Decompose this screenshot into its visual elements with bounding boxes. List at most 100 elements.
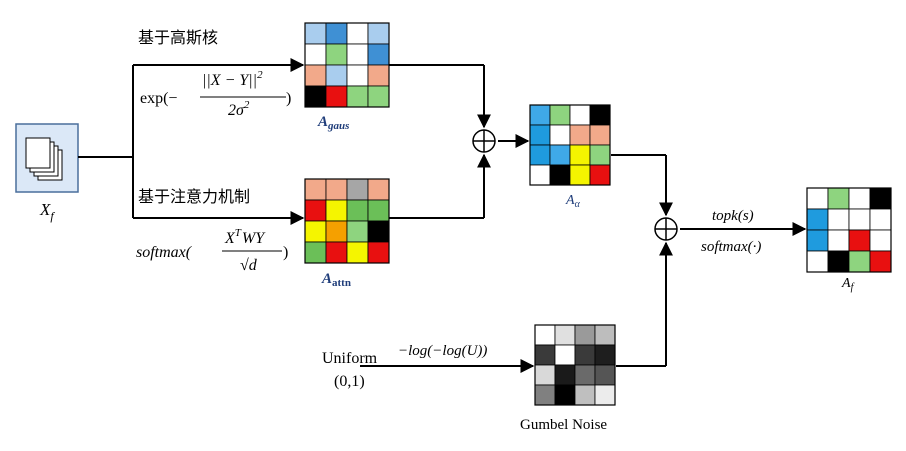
svg-text:||X − Y||2: ||X − Y||2: [202, 69, 263, 89]
matrix-cell: [325, 178, 348, 201]
matrix-cell: [827, 229, 850, 252]
matrix-cell: [367, 178, 390, 201]
matrix-cell: [346, 178, 369, 201]
matrix-cell: [827, 250, 850, 273]
a-alpha-label: Aα: [565, 193, 581, 210]
matrix-border: [534, 324, 616, 406]
matrix-cell: [569, 124, 591, 146]
matrix-cell: [304, 22, 327, 45]
a-attn-label: Aattn: [321, 271, 351, 289]
uniform-range-label: (0,1): [334, 373, 365, 390]
af-matrix: [806, 187, 892, 273]
matrix-cell: [549, 164, 571, 186]
matrix-cell: [304, 199, 327, 222]
svg-text:XTWY: XTWY: [224, 227, 266, 247]
matrix-cell: [869, 229, 892, 252]
matrix-cell: [325, 43, 348, 66]
matrix-border: [304, 178, 390, 264]
matrix-cell: [806, 229, 829, 252]
matrix-cell: [367, 85, 390, 108]
matrix-cell: [848, 250, 871, 273]
matrix-cell: [325, 64, 348, 87]
matrix-cell: [574, 324, 596, 346]
matrix-cell: [346, 85, 369, 108]
gaus-matrix: [304, 22, 390, 108]
matrix-cell: [549, 144, 571, 166]
matrix-cell: [806, 250, 829, 273]
matrix-cell: [529, 164, 551, 186]
matrix-cell: [589, 164, 611, 186]
matrix-cell: [534, 324, 556, 346]
svg-text:2σ2: 2σ2: [228, 99, 250, 119]
gumbel-label: Gumbel Noise: [520, 417, 607, 433]
matrix-cell: [534, 344, 556, 366]
matrix-cell: [589, 104, 611, 126]
matrix-cell: [574, 364, 596, 386]
matrix-cell: [848, 229, 871, 252]
matrix-cell: [529, 104, 551, 126]
matrix-cell: [325, 85, 348, 108]
matrix-border: [304, 22, 390, 108]
matrix-cell: [827, 187, 850, 210]
svg-text:): ): [286, 90, 291, 107]
a-gaus-label: Agaus: [317, 114, 349, 132]
noise-formula: −log(−log(U)): [398, 343, 487, 359]
a-f-label: Af: [841, 276, 855, 293]
matrix-cell: [304, 64, 327, 87]
matrix-cell: [534, 364, 556, 386]
matrix-cell: [325, 241, 348, 264]
gumbel-noise-matrix: [534, 324, 616, 406]
matrix-cell: [325, 22, 348, 45]
matrix-border: [529, 104, 611, 186]
matrix-cell: [869, 250, 892, 273]
matrix-cell: [554, 384, 576, 406]
sum-node-1: [472, 129, 496, 153]
svg-text:exp(−: exp(−: [140, 90, 177, 107]
matrix-cell: [346, 43, 369, 66]
matrix-cell: [325, 220, 348, 243]
attn-title: 基于注意力机制: [138, 187, 250, 206]
matrix-cell: [574, 384, 596, 406]
matrix-cell: [529, 124, 551, 146]
input-label: Xf: [39, 200, 55, 223]
softmax-dot-label: softmax(·): [701, 239, 761, 255]
matrix-cell: [827, 208, 850, 231]
attn-matrix: [304, 178, 390, 264]
matrix-cell: [346, 22, 369, 45]
matrix-cell: [589, 124, 611, 146]
matrix-cell: [574, 344, 596, 366]
matrix-cell: [304, 220, 327, 243]
matrix-cell: [554, 324, 576, 346]
matrix-cell: [304, 241, 327, 264]
matrix-cell: [589, 144, 611, 166]
matrix-cell: [869, 187, 892, 210]
svg-text:√d: √d: [240, 257, 258, 274]
alpha-matrix: [529, 104, 611, 186]
matrix-cell: [848, 208, 871, 231]
matrix-cell: [304, 43, 327, 66]
matrix-cell: [367, 43, 390, 66]
matrix-cell: [367, 64, 390, 87]
matrix-cell: [594, 384, 616, 406]
matrix-cell: [806, 208, 829, 231]
matrix-cell: [549, 104, 571, 126]
matrix-cell: [346, 241, 369, 264]
matrix-cell: [554, 344, 576, 366]
matrix-cell: [869, 208, 892, 231]
branch-lines: [78, 58, 807, 373]
matrix-cell: [569, 104, 591, 126]
matrix-cell: [534, 384, 556, 406]
attn-formula: softmax( XTWY √d ): [136, 227, 288, 274]
matrix-cell: [594, 344, 616, 366]
gauss-title: 基于高斯核: [138, 28, 218, 47]
matrix-cell: [346, 220, 369, 243]
matrix-cell: [549, 124, 571, 146]
matrix-cell: [367, 220, 390, 243]
matrix-cell: [594, 324, 616, 346]
matrix-cell: [569, 164, 591, 186]
matrix-cell: [346, 64, 369, 87]
svg-text:softmax(: softmax(: [136, 244, 193, 261]
matrix-cell: [848, 187, 871, 210]
